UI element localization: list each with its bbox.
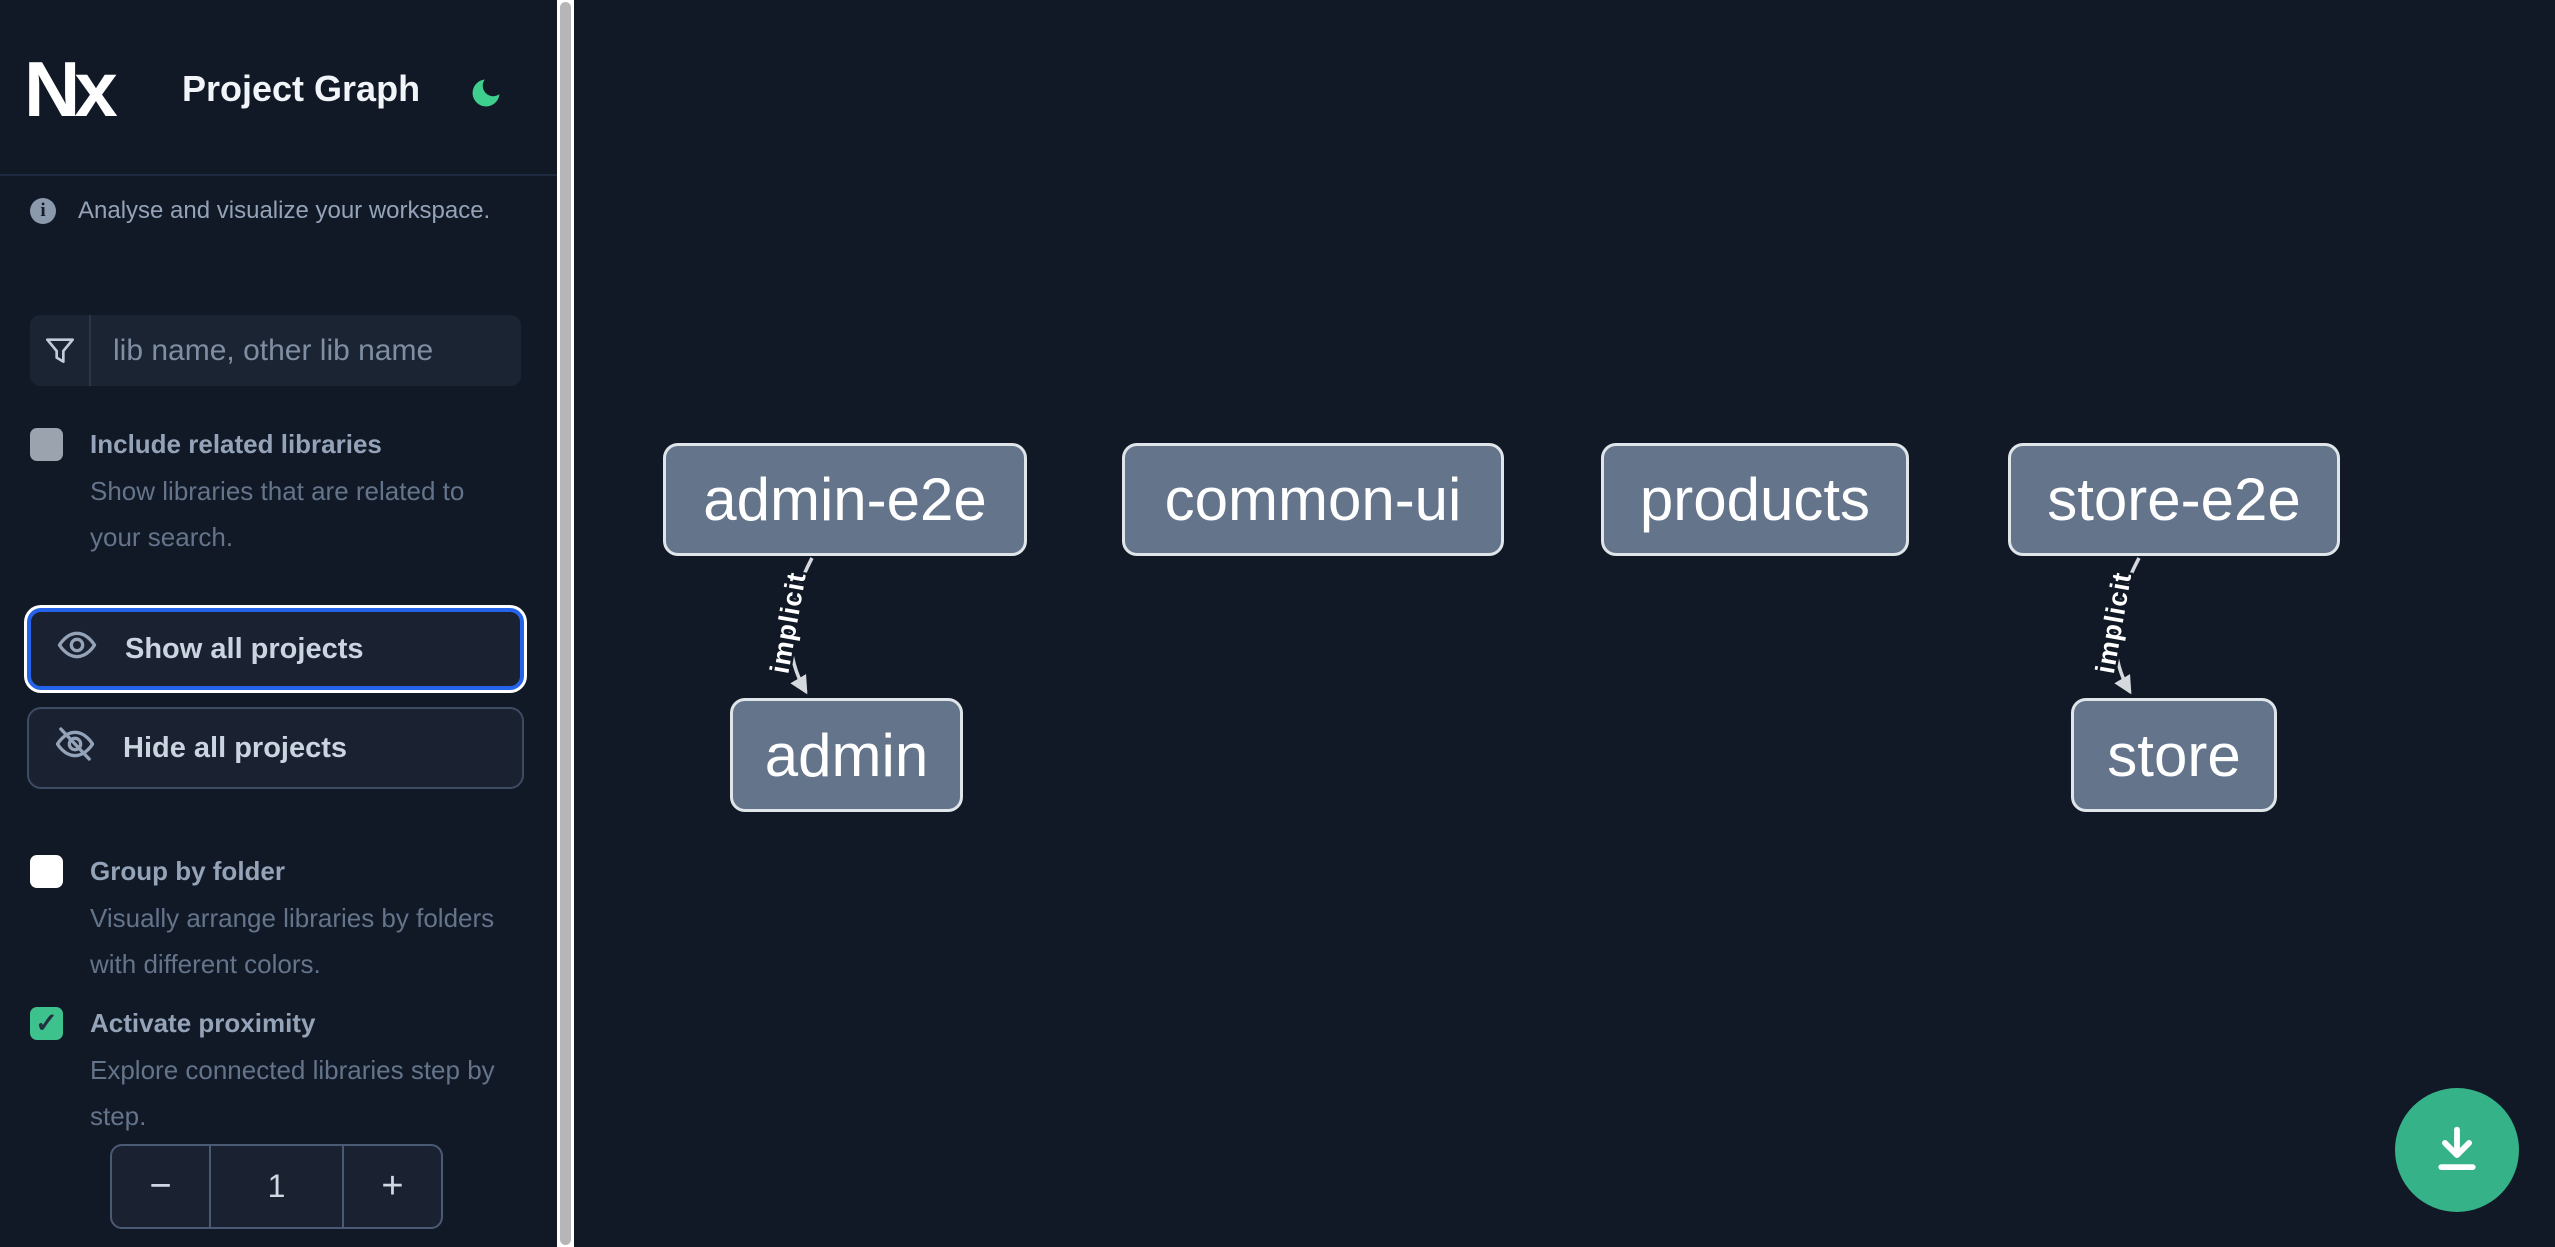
- eye-icon: [57, 625, 97, 673]
- show-all-projects-button[interactable]: Show all projects: [27, 608, 524, 690]
- sidebar-header: Nx Project Graph: [0, 0, 557, 176]
- graph-node-admin[interactable]: admin: [730, 698, 963, 812]
- include-related-checkbox[interactable]: [30, 428, 63, 461]
- graph-node-store-e2e[interactable]: store-e2e: [2008, 443, 2340, 556]
- page-title: Project Graph: [182, 68, 421, 109]
- option-description: Show libraries that are related to your …: [90, 476, 465, 552]
- download-icon: [2428, 1120, 2486, 1181]
- stepper-value: 1: [209, 1146, 344, 1227]
- graph-edge-admin-e2e-admin[interactable]: [788, 557, 814, 695]
- filter-box: [30, 315, 521, 386]
- option-include-related: Include related libraries Show libraries…: [30, 426, 530, 560]
- graph-node-common-ui[interactable]: common-ui: [1122, 443, 1504, 556]
- proximity-depth-stepper: − 1 +: [110, 1144, 443, 1229]
- filter-icon: [30, 315, 91, 386]
- checkmark-icon: ✓: [35, 1008, 58, 1038]
- sidebar-scrollbar-thumb[interactable]: [560, 2, 571, 1245]
- option-title: Activate proximity: [90, 1008, 316, 1038]
- hide-all-projects-label: Hide all projects: [123, 731, 348, 764]
- option-group-by-folder: Group by folder Visually arrange librari…: [30, 853, 530, 987]
- graph-node-products[interactable]: products: [1601, 443, 1909, 556]
- nx-logo: Nx: [24, 45, 118, 133]
- workspace-info-text: Analyse and visualize your workspace.: [78, 197, 491, 224]
- stepper-increment-button[interactable]: +: [344, 1146, 441, 1227]
- option-description: Explore connected libraries step by step…: [90, 1055, 495, 1131]
- sidebar-scrollbar: [557, 0, 574, 1247]
- graph-edge-store-e2e-store[interactable]: [2113, 557, 2141, 695]
- filter-input[interactable]: [91, 315, 521, 386]
- eye-off-icon: [55, 724, 95, 772]
- option-activate-proximity: ✓ Activate proximity Explore connected l…: [30, 1005, 530, 1139]
- edge-label-store-e2e-store: implicit: [2090, 570, 2137, 676]
- graph-node-store[interactable]: store: [2071, 698, 2277, 812]
- hide-all-projects-button[interactable]: Hide all projects: [27, 707, 524, 789]
- show-all-projects-label: Show all projects: [125, 632, 364, 665]
- workspace-info-row: i Analyse and visualize your workspace.: [30, 197, 490, 225]
- option-title: Include related libraries: [90, 429, 382, 459]
- download-graph-button[interactable]: [2395, 1088, 2519, 1212]
- moon-icon: [468, 79, 504, 114]
- stepper-decrement-button[interactable]: −: [112, 1146, 209, 1227]
- edge-label-admin-e2e-admin: implicit: [764, 570, 811, 676]
- activate-proximity-checkbox[interactable]: ✓: [30, 1007, 63, 1040]
- group-by-folder-checkbox[interactable]: [30, 855, 63, 888]
- sidebar: Nx Project Graph i Analyse and visualize…: [0, 0, 557, 1247]
- option-title: Group by folder: [90, 856, 285, 886]
- info-icon: i: [30, 198, 56, 224]
- option-description: Visually arrange libraries by folders wi…: [90, 903, 495, 979]
- graph-node-admin-e2e[interactable]: admin-e2e: [663, 443, 1027, 556]
- theme-toggle-button[interactable]: [466, 74, 506, 114]
